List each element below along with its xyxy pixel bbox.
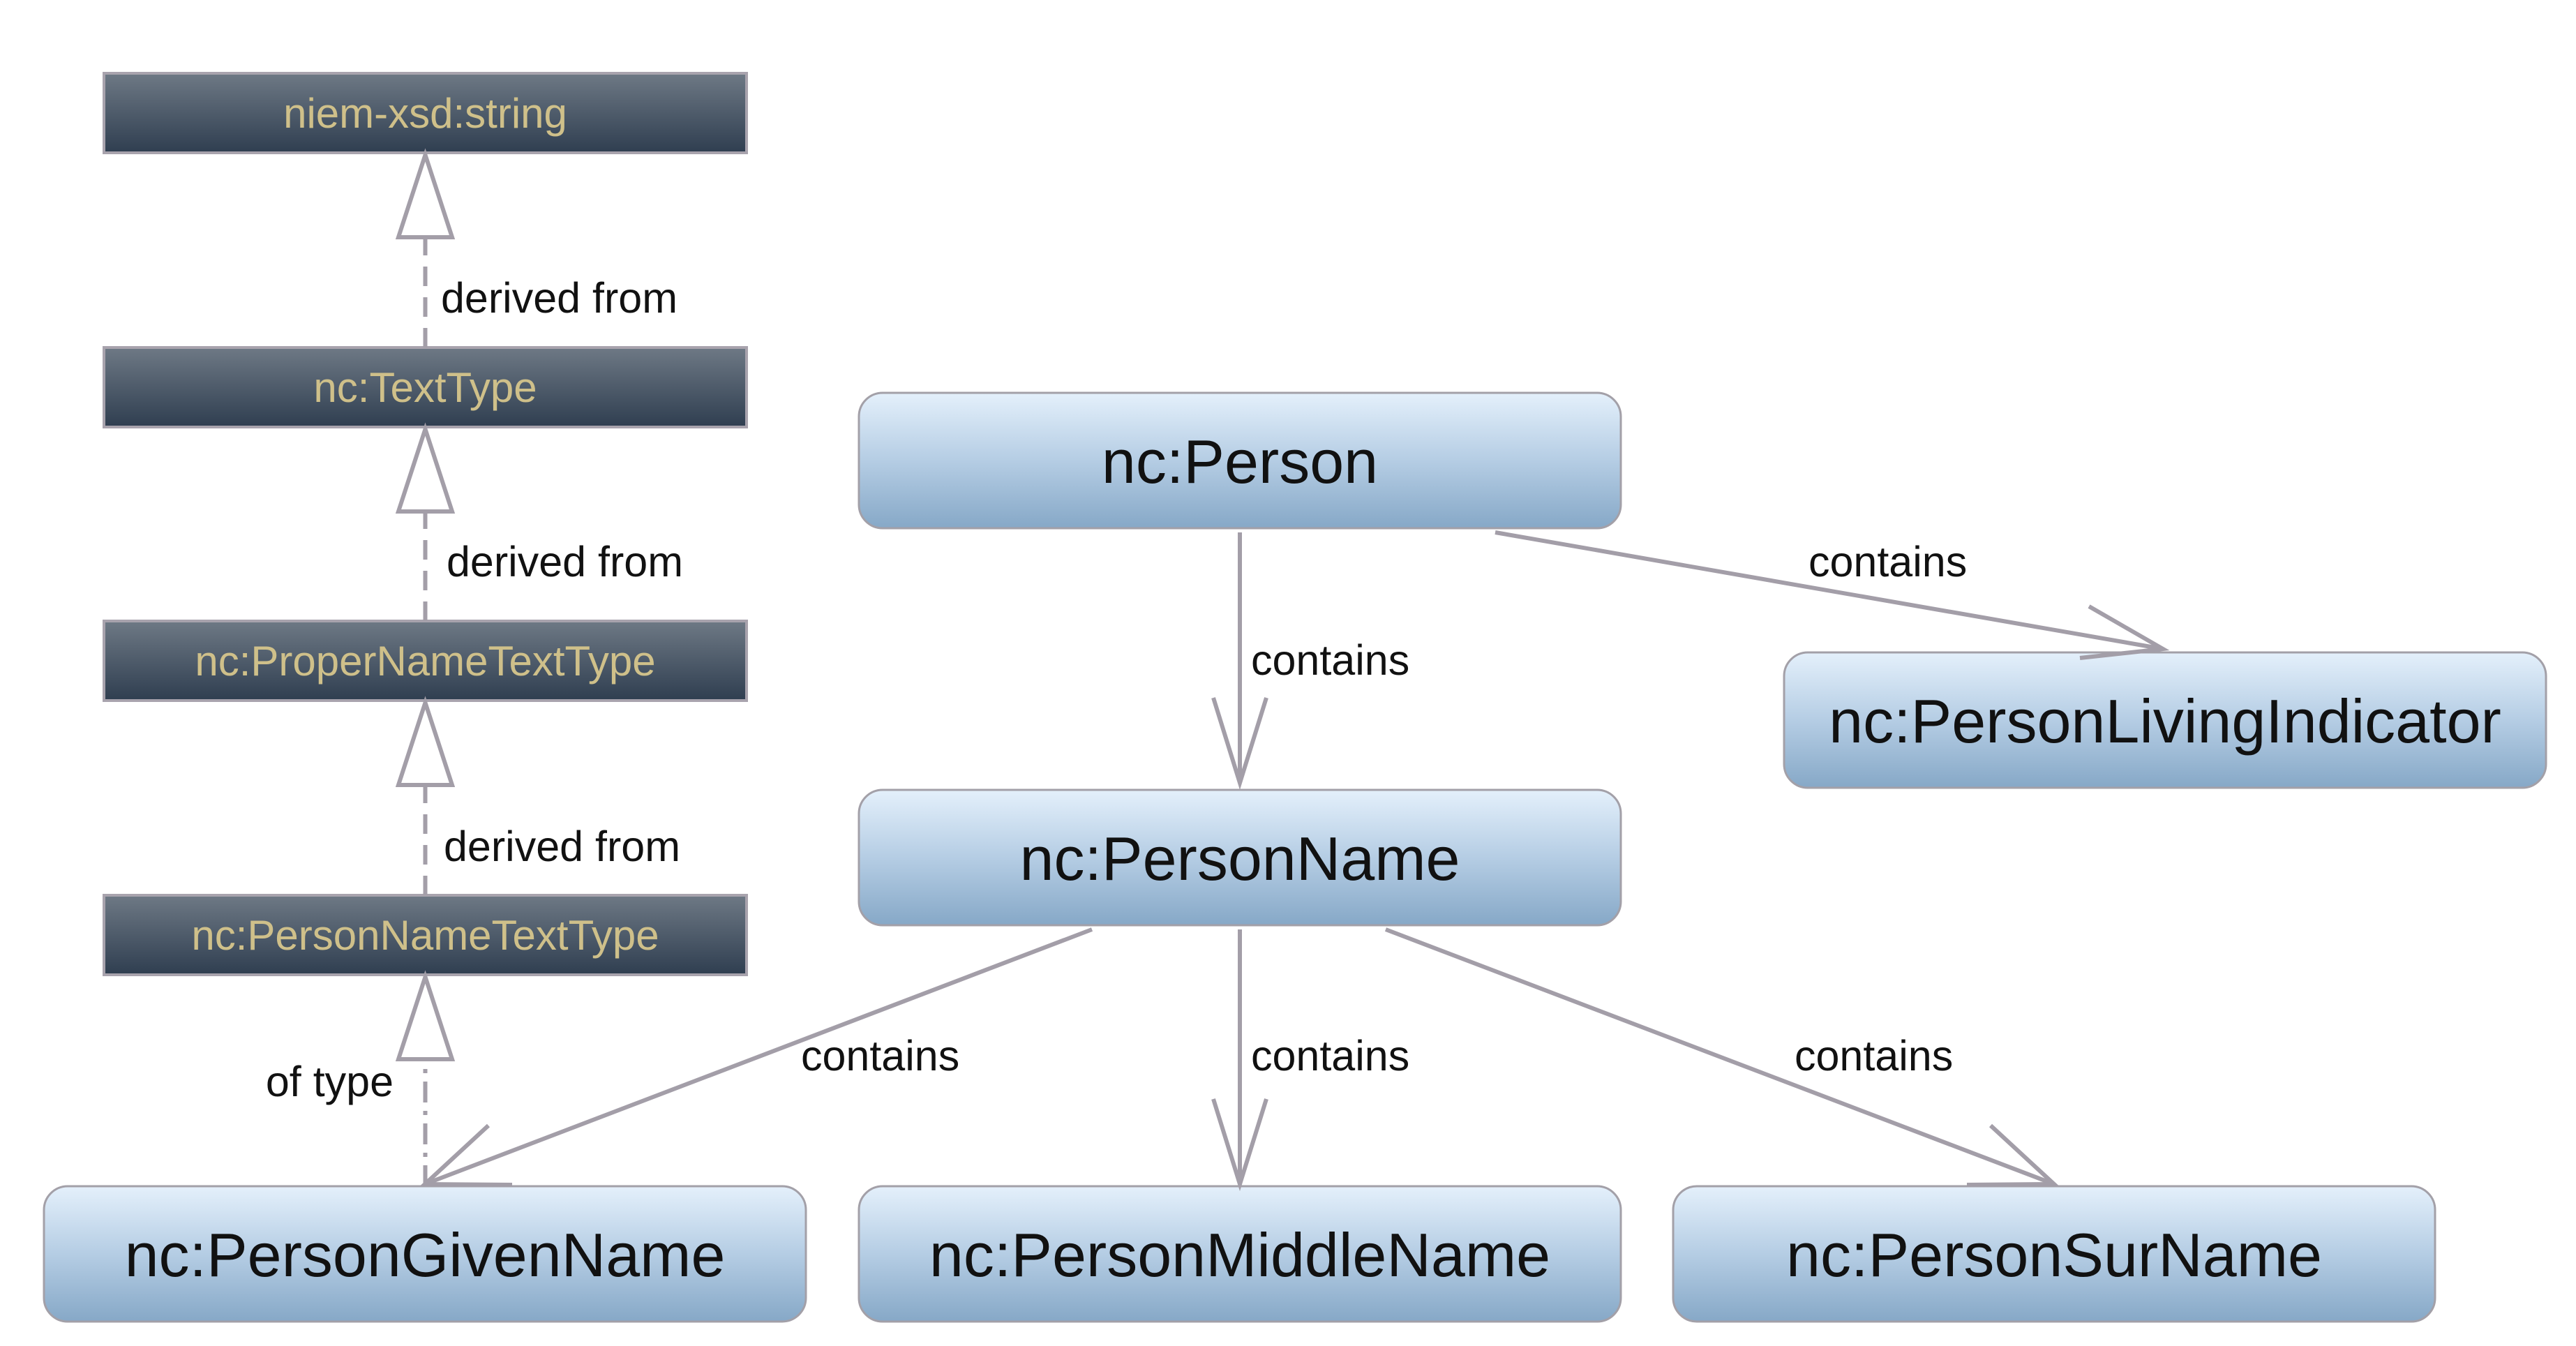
edge-person-name-contains-given-name: contains (419, 927, 1093, 1187)
node-niem-xsd-string-label: niem-xsd:string (283, 90, 567, 137)
edge-person-name-contains-sur-name: contains (1384, 927, 2060, 1187)
node-nc-person-name-text-type-label: nc:PersonNameTextType (191, 912, 659, 959)
edge-derived-from-3: derived from (395, 696, 680, 895)
node-nc-person-middle-name-label: nc:PersonMiddleName (929, 1220, 1550, 1289)
node-nc-person-sur-name: nc:PersonSurName (1672, 1185, 2436, 1323)
edge-person-name-contains-middle-name: contains (1211, 929, 1409, 1192)
containment-arrowhead (1211, 1098, 1268, 1192)
node-nc-person-given-name: nc:PersonGivenName (43, 1185, 807, 1323)
edge-derived-from-2: derived from (395, 422, 683, 621)
node-nc-person-name-label: nc:PersonName (1020, 824, 1460, 893)
containment-arrowhead (1211, 697, 1268, 791)
node-nc-person-living-indicator: nc:PersonLivingIndicator (1783, 651, 2547, 789)
node-nc-person-label: nc:Person (1102, 427, 1378, 496)
node-nc-person-sur-name-label: nc:PersonSurName (1786, 1220, 2322, 1289)
node-nc-proper-name-text-type-label: nc:ProperNameTextType (195, 638, 655, 685)
edge-of-type: of type (266, 970, 456, 1186)
node-nc-person-name-text-type: nc:PersonNameTextType (103, 894, 748, 976)
generalization-arrowhead (395, 148, 456, 239)
edge-person-contains-person-name-label: contains (1251, 636, 1409, 684)
edge-person-name-contains-sur-name-label: contains (1795, 1032, 1953, 1079)
edge-person-contains-person-name: contains (1211, 532, 1409, 791)
node-nc-text-type: nc:TextType (103, 346, 748, 428)
containment-arrowhead (1966, 1123, 2060, 1187)
node-nc-text-type-label: nc:TextType (313, 364, 537, 411)
edge-person-name-contains-given-name-label: contains (801, 1032, 959, 1079)
edge-person-contains-living-indicator: contains (1495, 530, 2170, 660)
edge-person-contains-living-indicator-label: contains (1809, 538, 1967, 585)
generalization-arrowhead (395, 422, 456, 514)
node-niem-xsd-string: niem-xsd:string (103, 72, 748, 154)
generalization-arrowhead (395, 970, 456, 1061)
edge-derived-from-1: derived from (395, 148, 677, 347)
node-nc-person-name: nc:PersonName (858, 788, 1622, 927)
node-nc-person-given-name-label: nc:PersonGivenName (125, 1220, 726, 1289)
node-nc-person-middle-name: nc:PersonMiddleName (858, 1185, 1622, 1323)
node-nc-person: nc:Person (858, 391, 1622, 530)
edge-of-type-label: of type (266, 1058, 394, 1105)
containment-arrowhead (2079, 604, 2170, 660)
edge-derived-from-1-label: derived from (441, 274, 677, 322)
containment-arrowhead (419, 1123, 513, 1187)
edge-person-name-contains-middle-name-label: contains (1251, 1032, 1409, 1079)
node-nc-person-living-indicator-label: nc:PersonLivingIndicator (1829, 687, 2501, 756)
edge-derived-from-3-label: derived from (444, 823, 680, 870)
generalization-arrowhead (395, 696, 456, 787)
edge-derived-from-2-label: derived from (447, 538, 683, 585)
node-nc-proper-name-text-type: nc:ProperNameTextType (103, 620, 748, 702)
